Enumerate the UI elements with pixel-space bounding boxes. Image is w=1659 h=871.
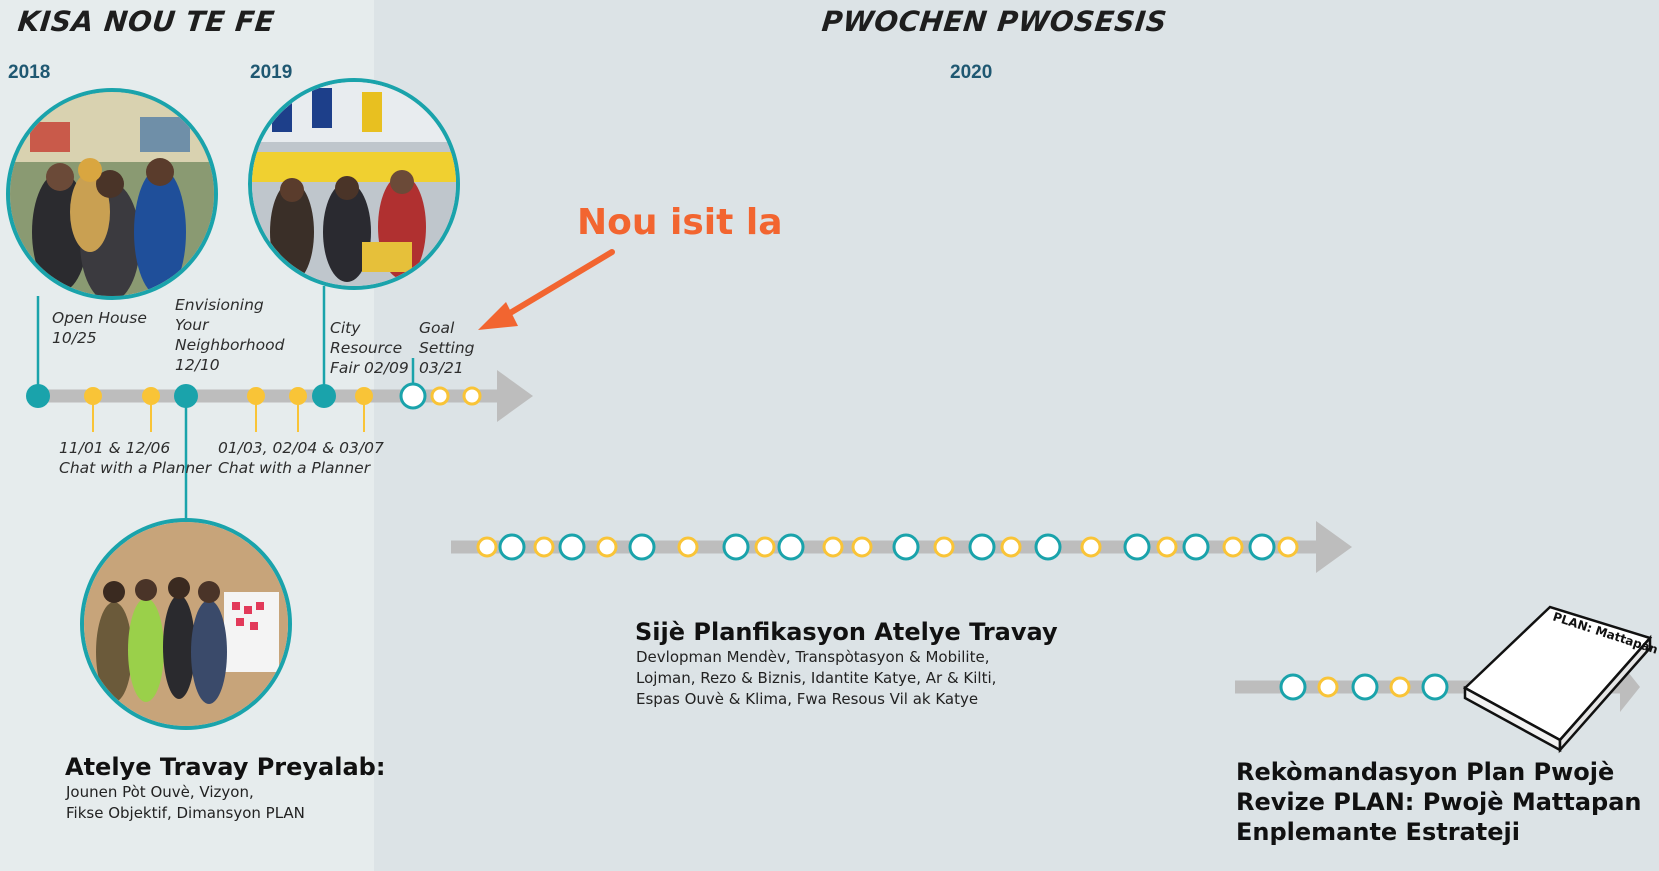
topics-body: Devlopman Mendèv, Transpòtasyon & Mobili… (636, 647, 996, 710)
event-label-line: Open House (52, 309, 147, 327)
workshop-session-dot-9 (1182, 533, 1210, 561)
year-2019: 2019 (250, 62, 293, 83)
workshop-minor-dot-12 (1277, 536, 1299, 558)
milestone-resource-fair (312, 384, 336, 408)
workshop-minor-dot-7 (933, 536, 955, 558)
recommend-line: Revize PLAN: Pwojè Mattapan (1236, 788, 1642, 816)
event-chat-2: 01/03, 02/04 & 03/07 Chat with a Planner (218, 438, 384, 478)
workshop-session-dot-3 (722, 533, 750, 561)
event-label-line: Fair 02/09 (330, 359, 409, 377)
workshop-session-dot-4 (777, 533, 805, 561)
final-session-dot-1 (1351, 673, 1379, 701)
next-panel (374, 0, 1659, 871)
event-label-line: Chat with a Planner (59, 459, 212, 477)
topics-title: Sijè Planfikasyon Atelye Travay (635, 618, 1058, 646)
event-label-line: 11/01 & 12/06 (59, 439, 171, 457)
workshop-minor-dot-4 (754, 536, 776, 558)
photo-workshop (80, 518, 292, 730)
photo-open-house (6, 88, 218, 300)
prelab-body: Jounen Pòt Ouvè, Vizyon, Fikse Objektif,… (66, 782, 305, 824)
event-label-line: Chat with a Planner (218, 459, 371, 477)
workshop-session-dot-1 (558, 533, 586, 561)
workshop-session-dot-8 (1123, 533, 1151, 561)
year-2020: 2020 (950, 62, 993, 83)
year-2018: 2018 (8, 62, 51, 83)
chat-dot-2 (247, 387, 265, 405)
event-label-line: Neighborhood (175, 336, 285, 354)
workshop-minor-dot-1 (533, 536, 555, 558)
topics-line: Lojman, Rezo & Biznis, Idantite Katye, A… (636, 669, 997, 687)
event-label-line: City (330, 319, 361, 337)
workshop-minor-dot-5 (822, 536, 844, 558)
milestone-open-house (26, 384, 50, 408)
event-label-line: 10/25 (52, 329, 97, 347)
plan-book-edge (1558, 634, 1652, 754)
milestone-goal-setting (399, 382, 427, 410)
event-goal-setting: Goal Setting 03/21 (419, 318, 475, 378)
past-timeline-track-arrowhead (497, 370, 533, 422)
workshop-minor-dot-3 (677, 536, 699, 558)
final-session-dot-0 (1279, 673, 1307, 701)
chat-dot-4 (355, 387, 373, 405)
event-label-line: Goal (419, 319, 455, 337)
event-envisioning: Envisioning Your Neighborhood 12/10 (175, 295, 284, 375)
future-chat-dot (462, 386, 482, 406)
event-open-house: Open House 10/25 (52, 308, 147, 348)
event-label-line: Your (175, 316, 209, 334)
workshop-timeline-track-arrowhead (1316, 521, 1352, 573)
prelab-line: Jounen Pòt Ouvè, Vizyon, (66, 783, 254, 801)
here-callout: Nou isit la (577, 202, 783, 243)
workshop-minor-dot-0 (476, 536, 498, 558)
workshop-minor-dot-9 (1080, 536, 1102, 558)
event-city-resource-fair: City Resource Fair 02/09 (330, 318, 409, 378)
workshop-minor-dot-8 (1000, 536, 1022, 558)
workshop-session-dot-7 (1034, 533, 1062, 561)
event-label-line: 12/10 (175, 356, 220, 374)
workshop-session-dot-10 (1248, 533, 1276, 561)
recommend-line: Enplemante Estrateji (1236, 818, 1520, 846)
arrow-pointer-head (478, 302, 518, 330)
final-session-dot-2 (1421, 673, 1449, 701)
arrow-pointer-icon (502, 249, 615, 319)
recommend-block: Rekòmandasyon Plan Pwojè Revize PLAN: Pw… (1236, 757, 1642, 847)
event-label-line: Setting (419, 339, 475, 357)
event-label-line: 03/21 (419, 359, 464, 377)
workshop-minor-dot-2 (596, 536, 618, 558)
workshop-minor-dot-6 (851, 536, 873, 558)
workshop-minor-dot-11 (1222, 536, 1244, 558)
event-label-line: Resource (330, 339, 403, 357)
final-minor-dot-0 (1317, 676, 1339, 698)
chat-dot-1 (142, 387, 160, 405)
photo-resource-fair (248, 78, 460, 290)
final-minor-dot-1 (1389, 676, 1411, 698)
workshop-session-dot-6 (968, 533, 996, 561)
chat-dot-3 (289, 387, 307, 405)
future-chat-dot (430, 386, 450, 406)
topics-line: Devlopman Mendèv, Transpòtasyon & Mobili… (636, 648, 990, 666)
plan-book-icon: PLAN: Mattapan (1462, 605, 1659, 754)
event-label-line: Envisioning (175, 296, 264, 314)
workshop-session-dot-0 (498, 533, 526, 561)
prelab-line: Fikse Objektif, Dimansyon PLAN (66, 804, 305, 822)
topics-line: Espas Ouvè & Klima, Fwa Resous Vil ak Ka… (636, 690, 979, 708)
workshop-session-dot-5 (892, 533, 920, 561)
recommend-line: Rekòmandasyon Plan Pwojè (1236, 758, 1615, 786)
event-chat-1: 11/01 & 12/06 Chat with a Planner (59, 438, 211, 478)
event-label-line: 01/03, 02/04 & 03/07 (218, 439, 384, 457)
workshop-minor-dot-10 (1156, 536, 1178, 558)
workshop-session-dot-2 (628, 533, 656, 561)
milestone-envisioning (174, 384, 198, 408)
chat-dot-0 (84, 387, 102, 405)
prelab-title: Atelye Travay Preyalab: (65, 753, 386, 781)
